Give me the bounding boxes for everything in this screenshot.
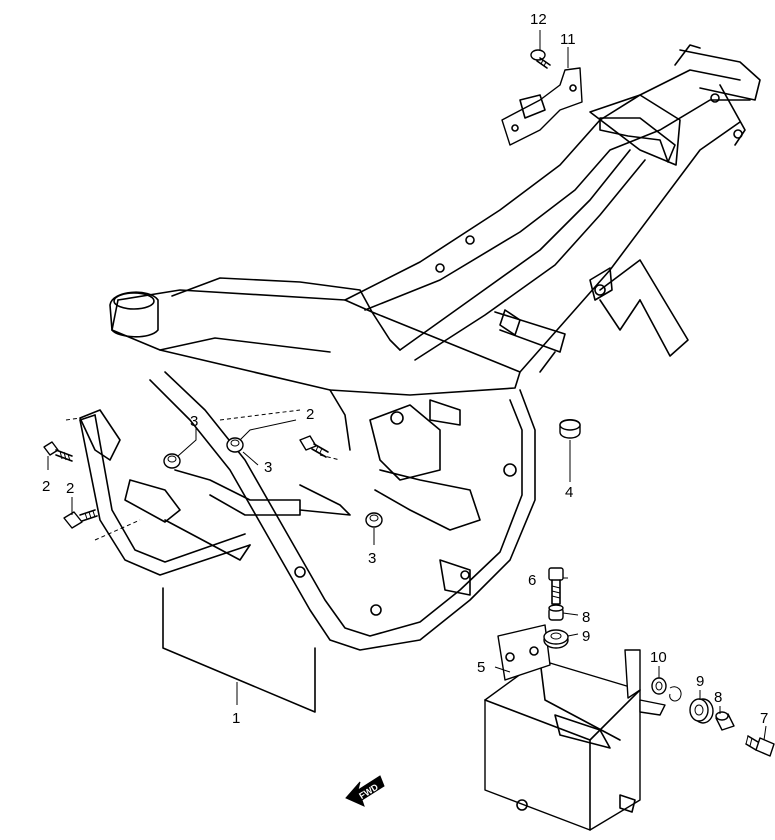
callout-11: 11 (560, 31, 576, 48)
callout-1: 1 (232, 710, 240, 727)
callout-8-a: 8 (582, 609, 590, 626)
bracket-11 (501, 67, 583, 146)
nut-3-b (226, 437, 244, 453)
cushion-9-b (689, 698, 714, 724)
bolt-2-lower (63, 509, 98, 529)
callout-5: 5 (477, 659, 485, 676)
callout-2-right: 2 (306, 406, 314, 423)
callout-10: 10 (650, 649, 667, 666)
screw-12 (530, 49, 551, 69)
nut-3-a (163, 453, 181, 469)
nut-10 (651, 677, 682, 702)
bolt-7 (745, 735, 775, 757)
frame-body (79, 44, 761, 651)
callout-12: 12 (530, 11, 547, 28)
bolt-2-upper (43, 441, 73, 462)
callout-9-b: 9 (696, 673, 704, 690)
dashed-guides (65, 409, 341, 541)
callout-9-a: 9 (582, 628, 590, 645)
callout-4: 4 (565, 484, 573, 501)
frame-plate (162, 587, 316, 713)
callout-3-c: 3 (368, 550, 376, 567)
cap-4 (559, 419, 581, 439)
collar-8-b (715, 711, 735, 731)
fwd-arrow: FWD (345, 775, 385, 807)
collar-8-a (548, 604, 564, 621)
battery-case-5 (484, 624, 666, 831)
callout-3-a: 3 (190, 413, 198, 430)
callout-labels: 1 2 2 2 3 3 3 4 5 6 7 8 8 9 9 10 11 12 (42, 11, 768, 727)
callout-2-lower: 2 (66, 480, 74, 497)
callout-3-b: 3 (264, 459, 272, 476)
cushion-9-a (543, 629, 569, 649)
nut-3-c (365, 512, 383, 528)
leader-lines (47, 30, 767, 741)
callout-2-upper: 2 (42, 478, 50, 495)
callout-8-b: 8 (714, 689, 722, 706)
bolt-2-right (299, 435, 329, 458)
callout-7: 7 (760, 710, 768, 727)
callout-6: 6 (528, 572, 536, 589)
bolt-6 (548, 567, 564, 605)
